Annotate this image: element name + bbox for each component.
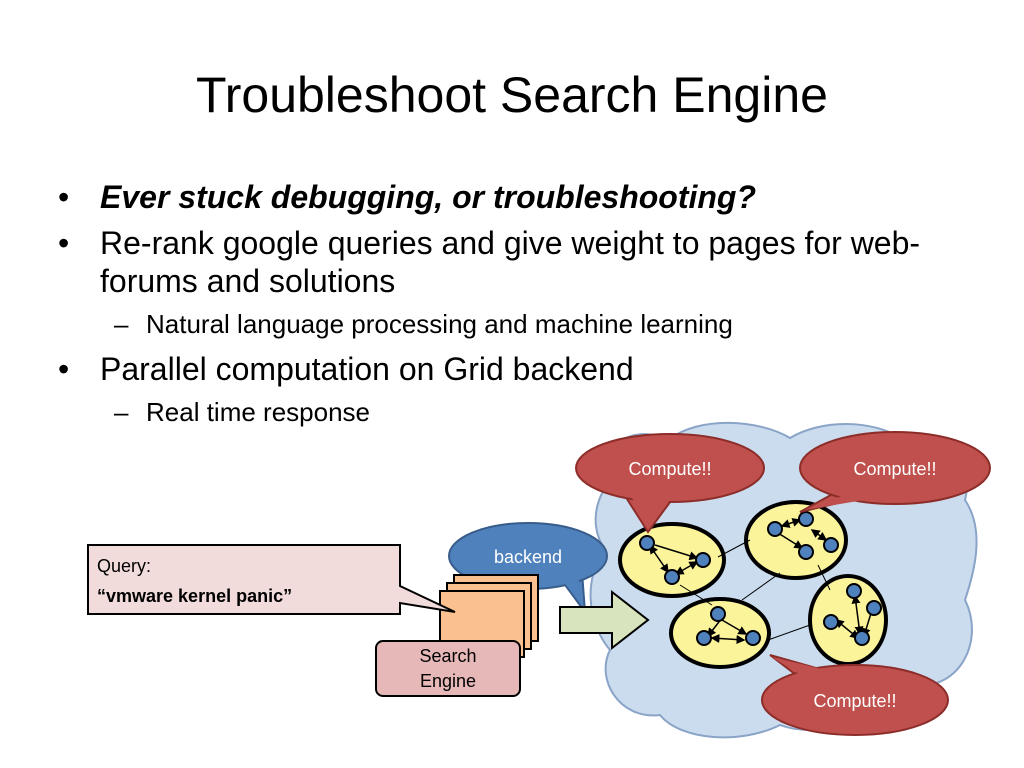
sub-bullet-dash: – (114, 309, 129, 339)
compute-cluster (669, 597, 771, 669)
bullet-dot: • (58, 179, 70, 215)
query-text: “vmware kernel panic” (97, 586, 292, 606)
search-engine-label: Search (419, 646, 476, 666)
compute-label: Compute!! (813, 691, 896, 711)
compute-callout: Compute!! (799, 431, 991, 513)
bullet-text: Ever stuck debugging, or troubleshooting… (100, 179, 757, 215)
compute-node (745, 630, 761, 646)
compute-node (866, 600, 882, 616)
bullet-text: Parallel computation on Grid backend (100, 351, 634, 387)
backend-label: backend (494, 547, 562, 567)
bullet-item: • Re-rank google queries and give weight… (58, 224, 958, 300)
sub-bullet-text: Real time response (146, 397, 370, 427)
sub-bullet-dash: – (114, 397, 129, 427)
compute-node (664, 569, 680, 585)
compute-node (710, 606, 726, 622)
compute-node (823, 614, 839, 630)
bullet-item: • Ever stuck debugging, or troubleshooti… (58, 178, 958, 216)
compute-node (696, 630, 712, 646)
bullet-dot: • (58, 225, 70, 261)
bullet-list: • Ever stuck debugging, or troubleshooti… (58, 178, 958, 438)
compute-node (854, 630, 870, 646)
query-label: Query: (97, 556, 151, 576)
compute-nodes (639, 511, 882, 646)
sub-bullet-text: Natural language processing and machine … (146, 309, 733, 339)
search-engine-label: Engine (420, 671, 476, 691)
compute-node (846, 583, 862, 599)
bullet-dot: • (58, 351, 70, 387)
query-callout: Query: “vmware kernel panic” (87, 544, 456, 615)
search-engine-box: Search Engine (375, 640, 521, 697)
compute-node (767, 521, 783, 537)
sub-bullet-item: – Real time response (58, 396, 958, 428)
compute-cluster (744, 500, 848, 580)
compute-node (798, 511, 814, 527)
compute-label: Compute!! (853, 459, 936, 479)
compute-callout: Compute!! (575, 433, 765, 534)
compute-label: Compute!! (628, 459, 711, 479)
right-arrow-icon (559, 589, 650, 651)
compute-node (695, 552, 711, 568)
sub-bullet-item: – Natural language processing and machin… (58, 308, 958, 340)
bullet-item: • Parallel computation on Grid backend (58, 350, 958, 388)
compute-node (823, 537, 839, 553)
bullet-text: Re-rank google queries and give weight t… (100, 225, 921, 299)
compute-node (798, 544, 814, 560)
compute-callout: Compute!! (761, 654, 949, 736)
compute-node (639, 535, 655, 551)
backend-callout: backend (448, 522, 608, 616)
slide-title: Troubleshoot Search Engine (196, 67, 828, 123)
cluster-links (679, 539, 831, 641)
